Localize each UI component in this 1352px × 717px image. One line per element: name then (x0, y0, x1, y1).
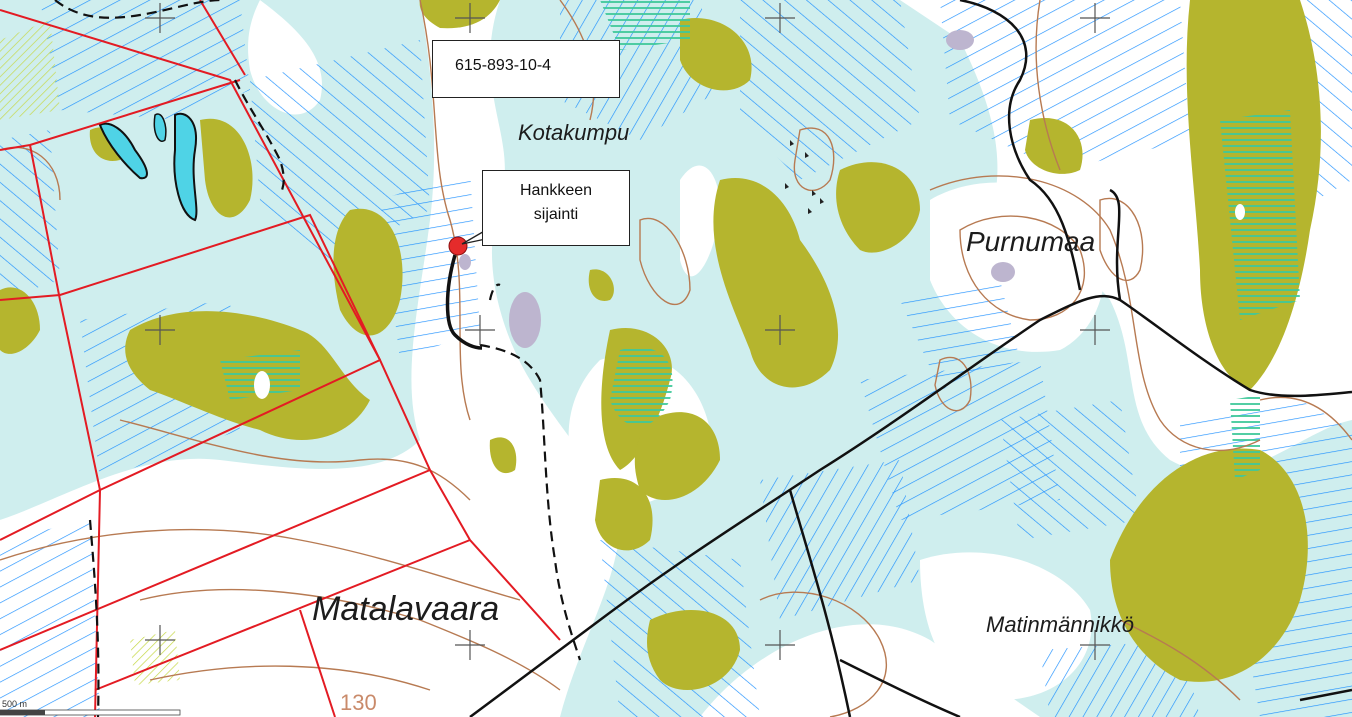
tracks (54, 0, 582, 717)
scale-label: 500 m (2, 699, 28, 709)
place-label-matinmannikko: Matinmännikkö (986, 612, 1134, 637)
place-label-matalavaara: Matalavaara (312, 590, 500, 628)
roads (469, 0, 1352, 717)
project-route (445, 254, 483, 350)
parcel-id-text: 615-893-10-4 (455, 57, 552, 74)
open-mire-hatching (0, 0, 1300, 685)
place-label-kotakumpu: Kotakumpu (518, 120, 630, 145)
parcel-boundaries (0, 0, 561, 717)
water-bodies (98, 30, 1245, 399)
callout-line-2: sijainti (533, 206, 579, 223)
rock-symbols (785, 140, 824, 214)
place-label-purnumaa: Purnumaa (966, 226, 1096, 257)
callout-line-1: Hankkeen (519, 182, 593, 199)
parcel-id-box: 615-893-10-4 (432, 40, 620, 98)
scale-bar (0, 709, 181, 716)
elevation-label: 130 (340, 690, 377, 715)
grid-crosses (145, 3, 1110, 660)
project-location-callout: Hankkeen sijainti (482, 170, 630, 246)
project-location-marker[interactable] (448, 236, 468, 256)
